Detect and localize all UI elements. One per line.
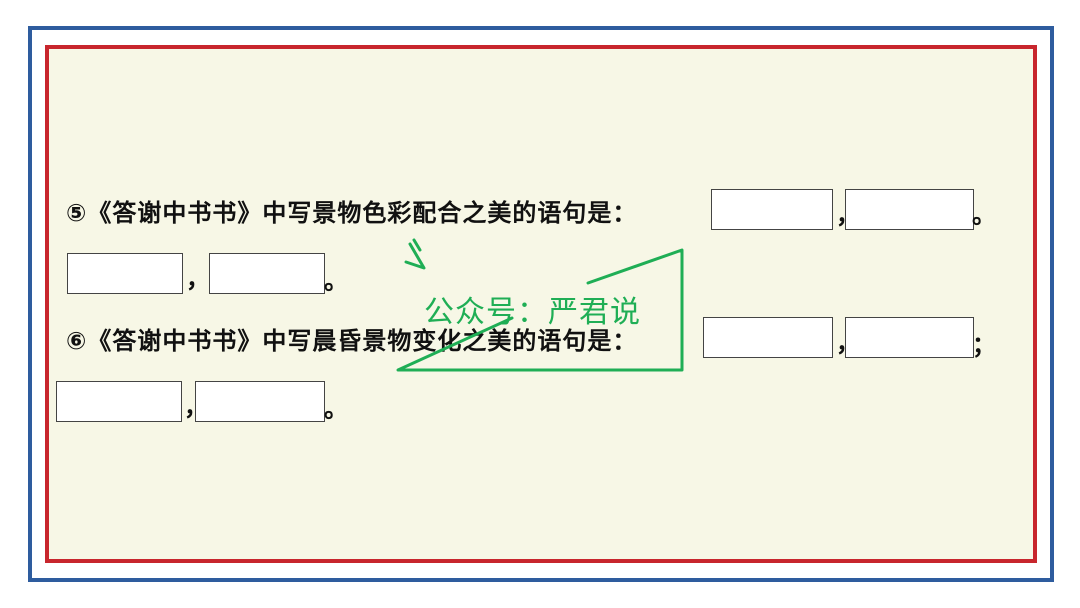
question-6-number: ⑥ xyxy=(66,327,88,355)
answer-blank-5-4[interactable] xyxy=(209,253,325,294)
inner-frame-panel xyxy=(45,45,1037,563)
answer-blank-6-2[interactable] xyxy=(845,317,974,358)
punct-period: 。 xyxy=(324,267,348,295)
watermark-spark-icon xyxy=(404,242,426,270)
answer-blank-6-3[interactable] xyxy=(56,381,182,422)
punct-period: 。 xyxy=(324,395,348,423)
watermark-triangle-icon xyxy=(396,248,684,372)
punct-period: 。 xyxy=(972,201,996,229)
question-6-text: 《答谢中书书》中写晨昏景物变化之美的语句是： xyxy=(87,327,638,355)
question-5-text: 《答谢中书书》中写景物色彩配合之美的语句是： xyxy=(87,199,638,227)
answer-blank-6-4[interactable] xyxy=(195,381,325,422)
answer-blank-5-2[interactable] xyxy=(845,189,974,230)
answer-blank-5-3[interactable] xyxy=(67,253,183,294)
question-6-prompt: ⑥《答谢中书书》中写晨昏景物变化之美的语句是： xyxy=(66,326,637,356)
answer-blank-5-1[interactable] xyxy=(711,189,833,230)
answer-blank-6-1[interactable] xyxy=(703,317,833,358)
punct-semicolon: ； xyxy=(972,331,996,359)
punct-comma: ， xyxy=(186,265,210,293)
question-5-prompt: ⑤《答谢中书书》中写景物色彩配合之美的语句是： xyxy=(66,198,637,228)
outer-frame-border xyxy=(28,26,1054,582)
question-5-number: ⑤ xyxy=(66,199,88,227)
watermark-text: 公众号：严君说 xyxy=(424,295,641,330)
